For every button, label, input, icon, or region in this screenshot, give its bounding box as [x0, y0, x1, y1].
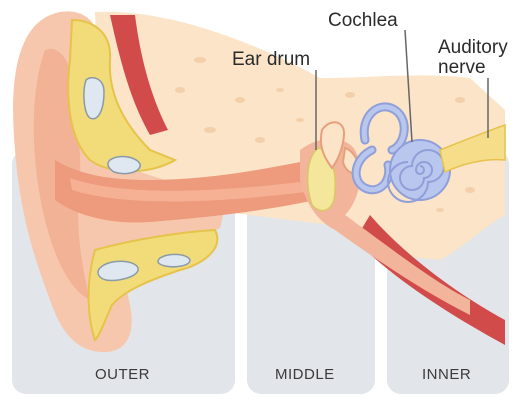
cochlea-label: Cochlea	[328, 11, 398, 31]
auditory-nerve-label-line1: Auditory	[438, 38, 508, 58]
middle-section-label: MIDDLE	[275, 366, 335, 383]
auditory-nerve-label-line2: nerve	[438, 58, 486, 78]
ear-drum-label: Ear drum	[232, 50, 310, 70]
outer-section-label: OUTER	[95, 366, 150, 383]
inner-section-label: INNER	[422, 366, 471, 383]
